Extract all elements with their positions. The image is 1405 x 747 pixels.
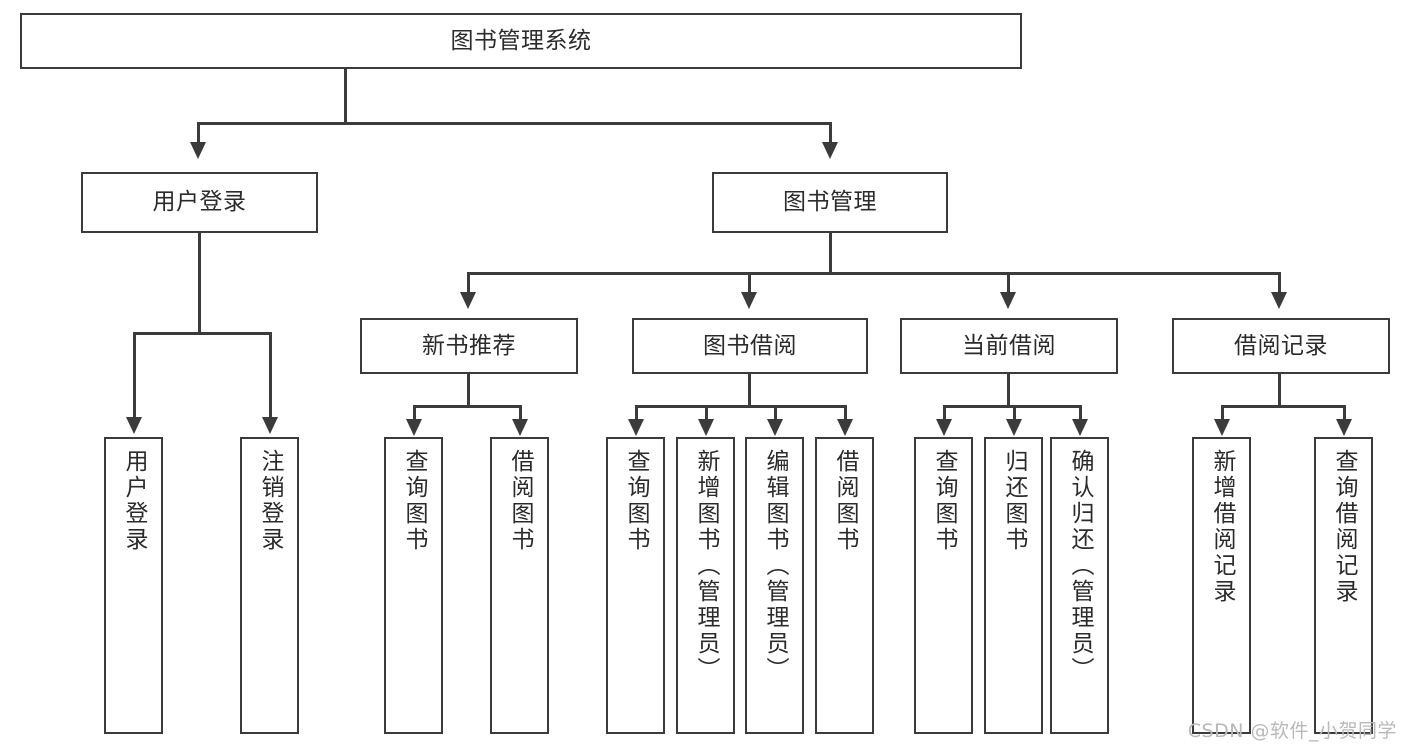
connector-new-book-stem [467,374,470,406]
connector-borrow-record-stem [1278,374,1281,406]
connector-book-manage-drop-1 [467,272,470,294]
connector-new-book-drop-2 [519,405,522,421]
leaf-label: 查询借阅记录 [1331,449,1357,605]
leaf-label: 新增图书（管理员） [693,449,719,683]
connector-book-borrow-drop-1 [635,405,638,421]
connector-current-borrow-drop-1 [943,405,946,421]
arrowhead-user-login-leaf-1 [126,417,142,434]
connector-root-stem [344,69,347,123]
arrowhead-to-book-borrow [741,292,757,309]
connector-user-login-drop-2 [269,332,272,419]
leaf-borrow-record-add[interactable]: 新增借阅记录 [1192,437,1251,734]
connector-user-login-drop-1 [133,332,136,419]
connector-book-borrow-drop-3 [774,405,777,421]
arrowhead-new-book-leaf-2 [512,419,528,436]
arrowhead-to-borrow-record [1271,292,1287,309]
connector-current-borrow-stem [1007,374,1010,406]
leaf-user-login-logout[interactable]: 注销登录 [240,437,299,734]
connector-current-borrow-drop-3 [1079,405,1082,421]
leaf-label: 编辑图书（管理员） [762,449,788,683]
leaf-label: 注销登录 [257,449,283,553]
connector-borrow-record-bus [1222,405,1345,408]
leaf-label: 新增借阅记录 [1209,449,1235,605]
node-label: 新书推荐 [422,332,516,359]
connector-book-manage-drop-3 [1007,272,1010,294]
node-root-system[interactable]: 图书管理系统 [20,13,1022,69]
connector-book-manage-drop-2 [748,272,751,294]
leaf-label: 确认归还（管理员） [1067,449,1093,683]
node-label: 当前借阅 [962,332,1056,359]
connector-book-manage-bus [468,272,1280,275]
leaf-label: 查询图书 [623,449,649,553]
connector-book-borrow-drop-4 [844,405,847,421]
leaf-new-book-borrow[interactable]: 借阅图书 [490,437,549,734]
arrowhead-to-book-manage [822,142,838,159]
node-label: 图书借阅 [703,332,797,359]
leaf-user-login-login[interactable]: 用户登录 [104,437,163,734]
arrowhead-new-book-leaf-1 [406,419,422,436]
connector-new-book-drop-1 [413,405,416,421]
arrowhead-borrow-record-leaf-2 [1336,419,1352,436]
connector-root-drop-left [197,122,200,144]
arrowhead-current-borrow-leaf-1 [936,419,952,436]
leaf-book-borrow-add[interactable]: 新增图书（管理员） [676,437,735,734]
leaf-current-borrow-return[interactable]: 归还图书 [984,437,1043,734]
leaf-new-book-query[interactable]: 查询图书 [384,437,443,734]
connector-book-borrow-drop-2 [705,405,708,421]
connector-user-login-bus [134,332,271,335]
arrowhead-book-borrow-leaf-1 [628,419,644,436]
arrowhead-to-new-book-recommend [460,292,476,309]
leaf-current-borrow-confirm-return[interactable]: 确认归还（管理员） [1050,437,1109,734]
node-book-borrow[interactable]: 图书借阅 [632,318,868,374]
connector-borrow-record-drop-1 [1221,405,1224,421]
leaf-borrow-record-query[interactable]: 查询借阅记录 [1314,437,1373,734]
arrowhead-book-borrow-leaf-2 [698,419,714,436]
connector-current-borrow-bus [944,405,1081,408]
connector-book-borrow-bus [636,405,846,408]
leaf-label: 查询图书 [931,449,957,553]
connector-root-drop-right [829,122,832,144]
arrowhead-book-borrow-leaf-4 [837,419,853,436]
node-new-book-recommend[interactable]: 新书推荐 [360,318,578,374]
arrowhead-current-borrow-leaf-2 [1006,419,1022,436]
connector-book-manage-drop-4 [1278,272,1281,294]
node-current-borrow[interactable]: 当前借阅 [900,318,1118,374]
leaf-current-borrow-query[interactable]: 查询图书 [914,437,973,734]
arrowhead-borrow-record-leaf-1 [1214,419,1230,436]
leaf-label: 借阅图书 [507,449,533,553]
connector-user-login-stem [198,233,201,333]
connector-root-bus [198,122,831,125]
arrowhead-user-login-leaf-2 [262,417,278,434]
leaf-book-borrow-borrow[interactable]: 借阅图书 [815,437,874,734]
node-label: 图书管理 [783,189,877,216]
arrowhead-current-borrow-leaf-3 [1072,419,1088,436]
arrowhead-to-user-login [190,142,206,159]
connector-book-borrow-stem [748,374,751,406]
node-user-login[interactable]: 用户登录 [81,172,318,233]
leaf-label: 归还图书 [1001,449,1027,553]
node-label: 借阅记录 [1234,332,1328,359]
leaf-label: 借阅图书 [832,449,858,553]
node-book-manage[interactable]: 图书管理 [712,172,948,233]
leaf-book-borrow-query[interactable]: 查询图书 [606,437,665,734]
connector-book-manage-stem [829,233,832,273]
leaf-label: 查询图书 [401,449,427,553]
node-borrow-record[interactable]: 借阅记录 [1172,318,1390,374]
connector-new-book-bus [414,405,521,408]
node-label: 图书管理系统 [450,27,592,54]
csdn-watermark: CSDN @软件_小贺同学 [1187,720,1397,742]
leaf-label: 用户登录 [121,449,147,553]
leaf-book-borrow-edit[interactable]: 编辑图书（管理员） [745,437,804,734]
node-label: 用户登录 [152,189,247,216]
connector-borrow-record-drop-2 [1343,405,1346,421]
arrowhead-book-borrow-leaf-3 [767,419,783,436]
connector-current-borrow-drop-2 [1013,405,1016,421]
arrowhead-to-current-borrow [1000,292,1016,309]
